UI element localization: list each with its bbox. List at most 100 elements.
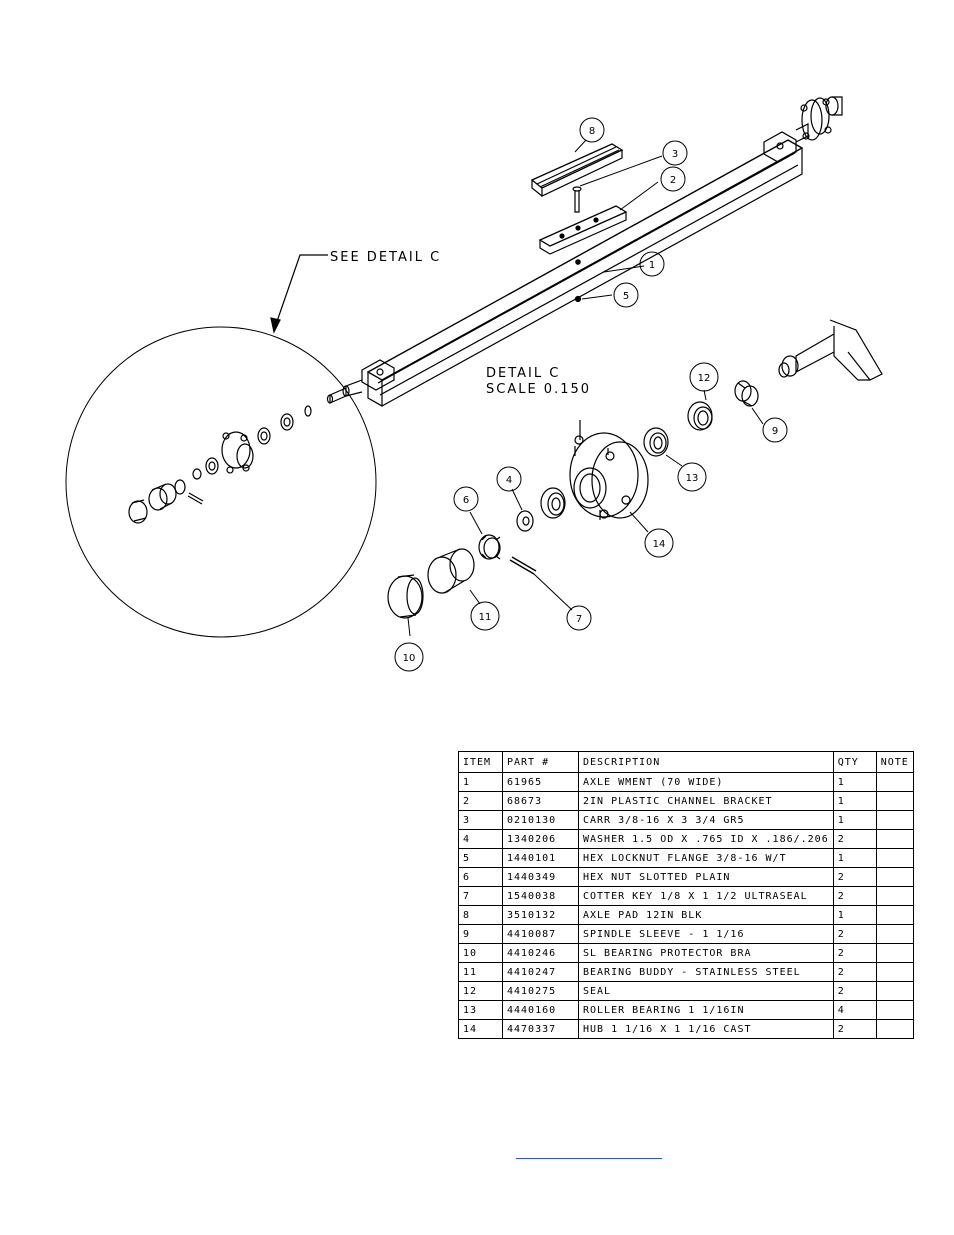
- detail-circle: [65, 326, 377, 638]
- balloon-10: [394, 642, 424, 672]
- bom-cell-part: 4410275: [502, 981, 579, 1001]
- balloon-6-label: 6: [463, 495, 469, 506]
- balloon-3-label: 3: [672, 149, 678, 160]
- bom-cell-qty: 2: [832, 886, 877, 906]
- balloon-13: [677, 462, 707, 492]
- bom-cell-qty: 2: [832, 829, 877, 849]
- balloon-2: [660, 166, 686, 192]
- bom-cell-item: 1: [458, 772, 503, 792]
- bom-cell-item: 12: [458, 981, 503, 1001]
- bom-cell-part: 1440101: [502, 848, 579, 868]
- bom-cell-item: 3: [458, 810, 503, 830]
- balloon-8: [579, 117, 605, 143]
- bom-cell-note: [875, 791, 914, 811]
- bom-cell-note: [875, 1019, 914, 1039]
- seal: [687, 401, 713, 431]
- bom-cell-part: 1340206: [502, 829, 579, 849]
- bom-cell-qty: 2: [832, 924, 877, 944]
- bom-cell-description: BEARING BUDDY - STAINLESS STEEL: [578, 962, 834, 982]
- balloon-4-label: 4: [506, 475, 512, 486]
- footer-link-underline[interactable]: [516, 1158, 662, 1159]
- balloon-9-label: 9: [772, 426, 778, 437]
- bom-cell-part: 0210130: [502, 810, 579, 830]
- bom-header-qty: QTY: [832, 751, 877, 773]
- bom-cell-description: ROLLER BEARING 1 1/16IN: [578, 1000, 834, 1020]
- bom-cell-qty: 1: [832, 772, 877, 792]
- bom-cell-note: [875, 962, 914, 982]
- bom-cell-note: [875, 943, 914, 963]
- bom-cell-note: [875, 829, 914, 849]
- roller-bearing-outer: [540, 487, 566, 519]
- bom-header-part: PART #: [502, 751, 579, 773]
- balloons: [394, 117, 788, 672]
- balloon-6: [453, 486, 479, 512]
- bom-cell-description: HEX LOCKNUT FLANGE 3/8-16 W/T: [578, 848, 834, 868]
- bom-cell-qty: 1: [832, 810, 877, 830]
- balloon-7: [566, 605, 592, 631]
- detail-leader-arrow: [270, 317, 281, 334]
- spindle-part: [778, 319, 883, 381]
- bom-cell-item: 11: [458, 962, 503, 982]
- bom-cell-qty: 1: [832, 791, 877, 811]
- bom-cell-item: 6: [458, 867, 503, 887]
- balloon-5: [613, 282, 639, 308]
- bom-cell-part: 4410087: [502, 924, 579, 944]
- bom-cell-note: [875, 924, 914, 944]
- balloon-5-label: 5: [623, 291, 629, 302]
- detail-scale: SCALE 0.150: [486, 382, 591, 397]
- bom-cell-note: [875, 867, 914, 887]
- bom-cell-description: WASHER 1.5 OD X .765 ID X .186/.206: [578, 829, 834, 849]
- bom-cell-note: [875, 1000, 914, 1020]
- balloon-2-label: 2: [670, 175, 676, 186]
- bom-cell-description: AXLE PAD 12IN BLK: [578, 905, 834, 925]
- detail-leader: [273, 254, 328, 331]
- bom-cell-qty: 2: [832, 962, 877, 982]
- bom-cell-part: 61965: [502, 772, 579, 792]
- bom-cell-description: SEAL: [578, 981, 834, 1001]
- bom-cell-part: 68673: [502, 791, 579, 811]
- bom-cell-description: HEX NUT SLOTTED PLAIN: [578, 867, 834, 887]
- balloon-7-label: 7: [576, 614, 582, 625]
- hex-locknut: [574, 295, 582, 303]
- balloon-3: [662, 140, 688, 166]
- balloon-14: [644, 528, 674, 558]
- bom-cell-item: 8: [458, 905, 503, 925]
- balloon-13-label: 13: [686, 473, 699, 484]
- bom-cell-part: 4470337: [502, 1019, 579, 1039]
- bom-cell-description: COTTER KEY 1/8 X 1 1/2 ULTRASEAL: [578, 886, 834, 906]
- bom-cell-note: [875, 772, 914, 792]
- bom-cell-item: 14: [458, 1019, 503, 1039]
- bom-header-row: ITEM PART # DESCRIPTION QTY NOTE: [458, 751, 914, 773]
- detail-title: DETAIL C: [486, 366, 560, 381]
- balloon-8-label: 8: [589, 126, 595, 137]
- detail-callout-text: SEE DETAIL C: [330, 250, 441, 265]
- bom-cell-qty: 2: [832, 867, 877, 887]
- bom-cell-note: [875, 905, 914, 925]
- hub: [569, 420, 649, 520]
- roller-bearing-inner: [643, 427, 669, 457]
- bom-cell-note: [875, 848, 914, 868]
- bom-cell-description: HUB 1 1/16 X 1 1/16 CAST: [578, 1019, 834, 1039]
- spindle-sleeve: [734, 380, 759, 407]
- bom-cell-qty: 4: [832, 1000, 877, 1020]
- bom-cell-note: [875, 886, 914, 906]
- bom-cell-qty: 1: [832, 905, 877, 925]
- axle-beam: [326, 96, 843, 408]
- bom-cell-description: SL BEARING PROTECTOR BRA: [578, 943, 834, 963]
- bom-header-item: ITEM: [458, 751, 503, 773]
- bom-cell-item: 5: [458, 848, 503, 868]
- bom-cell-description: 2IN PLASTIC CHANNEL BRACKET: [578, 791, 834, 811]
